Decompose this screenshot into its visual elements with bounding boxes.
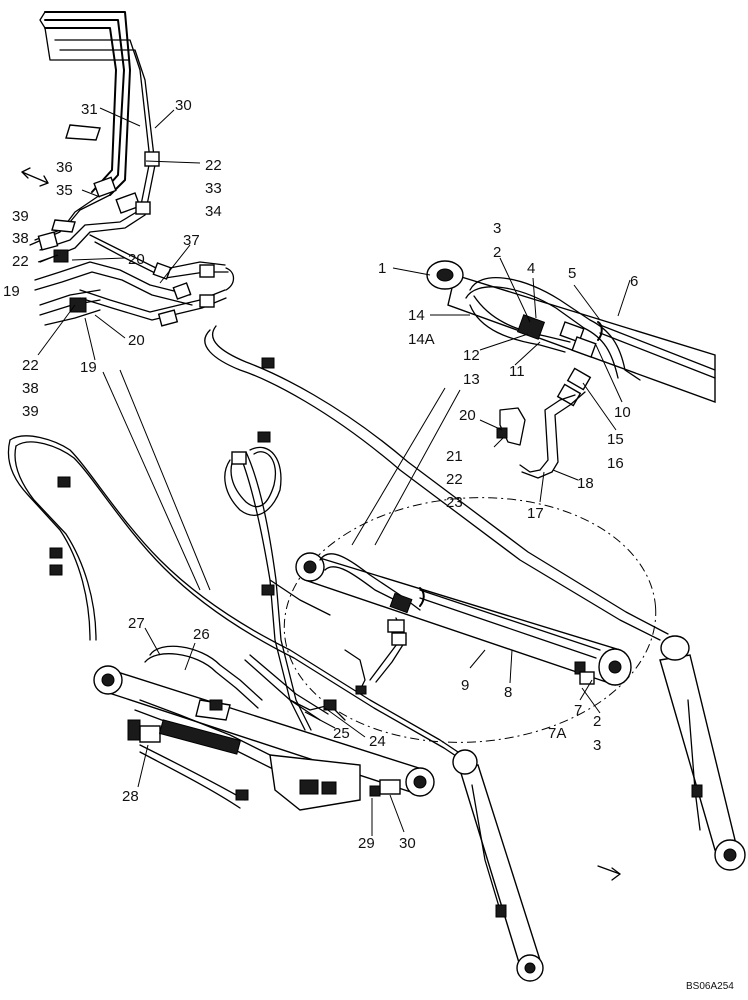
callout-18: 18 xyxy=(577,475,594,492)
drawing-reference-code: BS06A254 xyxy=(686,981,734,992)
callout-3-lower: 3 xyxy=(593,737,601,754)
callout-38-lower: 38 xyxy=(22,380,39,397)
leader-lines xyxy=(37,107,631,836)
callout-19-lower: 19 xyxy=(80,359,97,376)
callout-2-lower: 2 xyxy=(593,713,601,730)
callout-37: 37 xyxy=(183,232,200,249)
callout-22-left: 22 xyxy=(12,253,29,270)
callout-7: 7 xyxy=(574,702,582,719)
right-vertical-cylinder xyxy=(597,635,746,881)
callout-30-bottom: 30 xyxy=(399,835,416,852)
callout-22-top: 22 xyxy=(205,157,222,174)
callout-10: 10 xyxy=(614,404,631,421)
callout-28: 28 xyxy=(122,788,139,805)
callout-12: 12 xyxy=(463,347,480,364)
callout-16: 16 xyxy=(607,455,624,472)
upper-right-boom-cylinder xyxy=(426,260,716,479)
callout-29: 29 xyxy=(358,835,375,852)
callout-39-top: 39 xyxy=(12,208,29,225)
callout-21: 21 xyxy=(446,448,463,465)
callout-17: 17 xyxy=(527,505,544,522)
callout-20-right: 20 xyxy=(459,407,476,424)
callout-19-upper: 19 xyxy=(3,283,20,300)
callout-15: 15 xyxy=(607,431,624,448)
callout-24: 24 xyxy=(369,733,386,750)
callout-39-lower: 39 xyxy=(22,403,39,420)
callout-14A: 14A xyxy=(408,331,435,348)
callout-9: 9 xyxy=(461,677,469,694)
callout-33: 33 xyxy=(205,180,222,197)
callout-8: 8 xyxy=(504,684,512,701)
callout-38-top: 38 xyxy=(12,230,29,247)
callout-34: 34 xyxy=(205,203,222,220)
callout-26: 26 xyxy=(193,626,210,643)
callout-6: 6 xyxy=(630,273,638,290)
callout-25: 25 xyxy=(333,725,350,742)
callout-36: 36 xyxy=(56,159,73,176)
callout-31: 31 xyxy=(81,101,98,118)
callout-13: 13 xyxy=(463,371,480,388)
lower-center-vertical-cylinder xyxy=(452,749,544,982)
callout-30-top: 30 xyxy=(175,97,192,114)
callout-20-lower: 20 xyxy=(128,332,145,349)
callout-1: 1 xyxy=(378,260,386,277)
long-hose-loops xyxy=(7,325,669,769)
callout-14: 14 xyxy=(408,307,425,324)
callout-2-top: 2 xyxy=(493,244,501,261)
callout-35: 35 xyxy=(56,182,73,199)
detail-ellipse xyxy=(283,497,657,743)
callout-4: 4 xyxy=(527,260,535,277)
callout-3-top: 3 xyxy=(493,220,501,237)
lower-left-cylinder-and-valve xyxy=(93,645,435,811)
middle-cylinder xyxy=(295,552,632,695)
callout-27: 27 xyxy=(128,615,145,632)
callout-23: 23 xyxy=(446,494,463,511)
callout-11: 11 xyxy=(509,363,525,380)
upper-left-tube-bundle xyxy=(21,11,235,327)
callout-5: 5 xyxy=(568,265,576,282)
callout-20-upper: 20 xyxy=(128,251,145,268)
callout-22-lower: 22 xyxy=(22,357,39,374)
callout-labels: 31 30 36 22 35 33 34 39 38 37 22 20 19 2… xyxy=(3,97,638,852)
callout-22-right: 22 xyxy=(446,471,463,488)
callout-7A: 7A xyxy=(548,725,566,742)
